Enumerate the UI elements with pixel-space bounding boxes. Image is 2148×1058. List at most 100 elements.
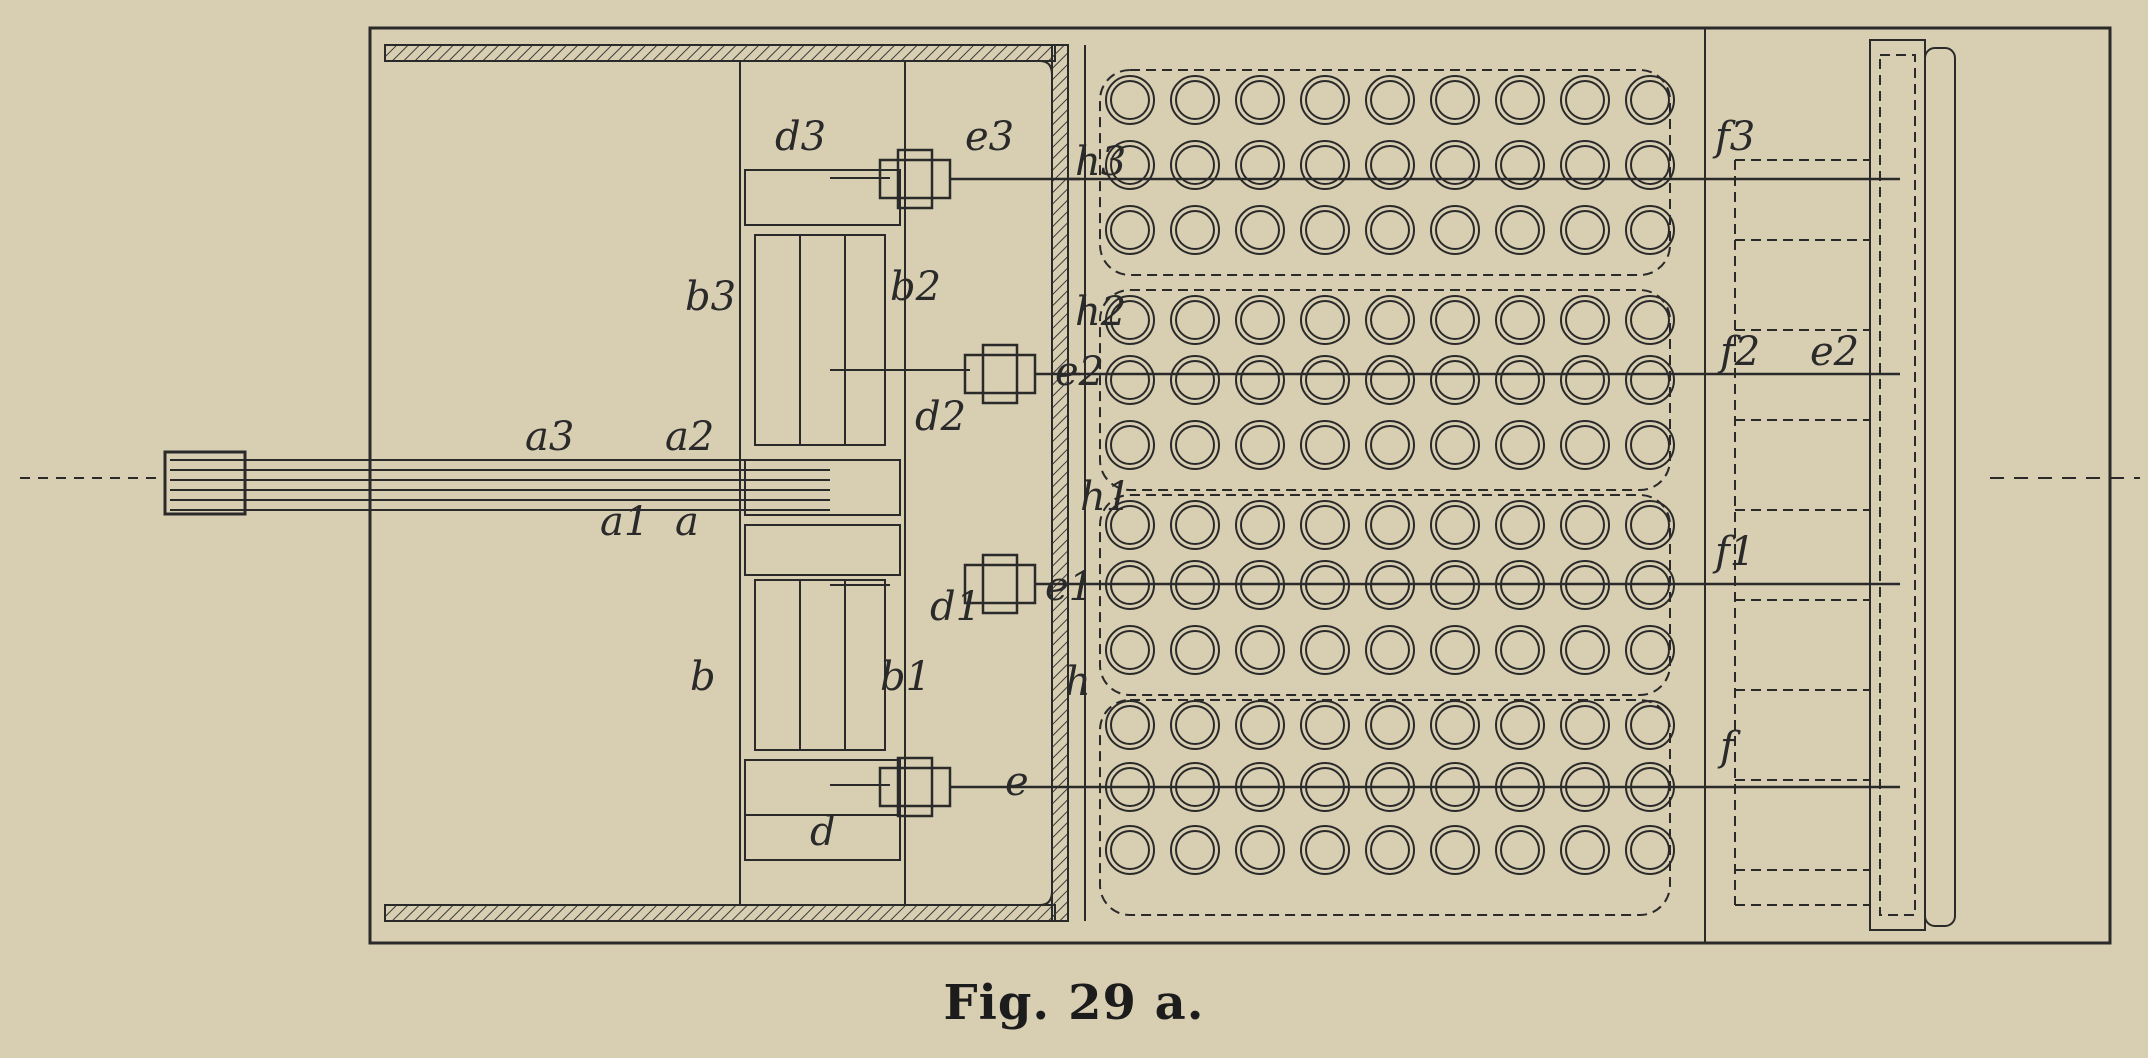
- label-h2: h2: [1075, 289, 1126, 335]
- typewriter-key: [1105, 295, 1155, 345]
- typewriter-key-inner: [1630, 630, 1670, 670]
- label-a2: a2: [665, 414, 714, 460]
- typewriter-key-inner: [1240, 505, 1280, 545]
- typewriter-key-inner: [1500, 505, 1540, 545]
- right-mechanism: [1704, 28, 2140, 943]
- typewriter-key-inner: [1435, 630, 1475, 670]
- typewriter-key: [1495, 500, 1545, 550]
- typewriter-key-inner: [1370, 630, 1410, 670]
- label-d3: d3: [775, 114, 826, 160]
- figure-number: 29 a.: [1068, 975, 1205, 1031]
- typewriter-key-inner: [1305, 360, 1345, 400]
- housing-bottom-wall: [384, 904, 1056, 922]
- label-d: d: [810, 809, 836, 855]
- typewriter-key: [1170, 762, 1220, 812]
- key-panel-2: [1099, 289, 1671, 491]
- typewriter-key: [1235, 205, 1285, 255]
- typewriter-key: [1105, 205, 1155, 255]
- typewriter-key: [1495, 355, 1545, 405]
- key-panel-3: [1099, 69, 1671, 276]
- typewriter-key: [1365, 355, 1415, 405]
- typewriter-key: [1430, 560, 1480, 610]
- typewriter-key: [1495, 75, 1545, 125]
- typewriter-key-inner: [1500, 360, 1540, 400]
- typewriter-key-inner: [1175, 565, 1215, 605]
- typewriter-key: [1365, 560, 1415, 610]
- typewriter-key: [1300, 205, 1350, 255]
- typewriter-key-inner: [1175, 210, 1215, 250]
- typewriter-key-inner: [1175, 830, 1215, 870]
- typewriter-key-inner: [1370, 505, 1410, 545]
- typewriter-key-inner: [1110, 505, 1150, 545]
- housing-top-wall: [384, 44, 1056, 62]
- typewriter-key: [1430, 355, 1480, 405]
- typewriter-key: [1365, 420, 1415, 470]
- typewriter-key-inner: [1370, 360, 1410, 400]
- typewriter-key: [1625, 825, 1675, 875]
- label-a1: a1: [600, 499, 649, 545]
- typewriter-key-inner: [1240, 80, 1280, 120]
- lever-e2: [963, 343, 1900, 405]
- typewriter-key-inner: [1630, 565, 1670, 605]
- typewriter-key: [1300, 825, 1350, 875]
- typewriter-key: [1430, 762, 1480, 812]
- typewriter-key-inner: [1435, 705, 1475, 745]
- typewriter-key-inner: [1500, 145, 1540, 185]
- typewriter-key: [1105, 625, 1155, 675]
- typewriter-key: [1625, 75, 1675, 125]
- typewriter-key-inner: [1370, 300, 1410, 340]
- label-f: f: [1717, 724, 1741, 770]
- label-a3: a3: [525, 414, 574, 460]
- typewriter-key: [1105, 825, 1155, 875]
- typewriter-key-inner: [1565, 145, 1605, 185]
- typewriter-key-inner: [1500, 767, 1540, 807]
- typewriter-key: [1625, 500, 1675, 550]
- typewriter-key: [1170, 295, 1220, 345]
- key-panel-1: [1099, 494, 1671, 696]
- typewriter-key-inner: [1175, 705, 1215, 745]
- typewriter-key-inner: [1305, 705, 1345, 745]
- typewriter-key: [1300, 75, 1350, 125]
- lever-e: [878, 756, 1900, 818]
- typewriter-key-inner: [1500, 565, 1540, 605]
- typewriter-key-inner: [1370, 705, 1410, 745]
- typewriter-key-inner: [1565, 830, 1605, 870]
- typewriter-key: [1560, 355, 1610, 405]
- typewriter-key-inner: [1630, 505, 1670, 545]
- typewriter-key-inner: [1305, 210, 1345, 250]
- typewriter-key-inner: [1370, 830, 1410, 870]
- typewriter-key-inner: [1240, 830, 1280, 870]
- typewriter-key: [1365, 205, 1415, 255]
- typewriter-key: [1430, 140, 1480, 190]
- roller-upper: [754, 234, 886, 446]
- typewriter-key: [1625, 295, 1675, 345]
- typewriter-key-inner: [1435, 505, 1475, 545]
- typewriter-key: [1625, 420, 1675, 470]
- typewriter-key-inner: [1110, 705, 1150, 745]
- keyboard: [1084, 45, 1675, 921]
- typewriter-key: [1235, 625, 1285, 675]
- typewriter-key: [1430, 700, 1480, 750]
- typewriter-key-inner: [1435, 565, 1475, 605]
- typewriter-key: [1300, 355, 1350, 405]
- label-e2-right: e2: [1810, 329, 1859, 375]
- typewriter-key-inner: [1565, 360, 1605, 400]
- typewriter-key-inner: [1240, 767, 1280, 807]
- typewriter-key-inner: [1175, 505, 1215, 545]
- lever-e1: [963, 553, 1900, 615]
- figure-label: Fig.: [943, 975, 1051, 1031]
- typewriter-key: [1300, 560, 1350, 610]
- typewriter-key-inner: [1175, 145, 1215, 185]
- typewriter-key-inner: [1630, 705, 1670, 745]
- key-panel-0: [1099, 699, 1671, 916]
- typewriter-key: [1300, 500, 1350, 550]
- typewriter-key-inner: [1630, 80, 1670, 120]
- typewriter-key-inner: [1110, 210, 1150, 250]
- label-b: b: [690, 654, 716, 700]
- typewriter-key-inner: [1110, 80, 1150, 120]
- typewriter-key-inner: [1305, 630, 1345, 670]
- typewriter-key: [1235, 355, 1285, 405]
- typewriter-key-inner: [1175, 767, 1215, 807]
- typewriter-key: [1365, 700, 1415, 750]
- outer-frame: [368, 26, 2112, 945]
